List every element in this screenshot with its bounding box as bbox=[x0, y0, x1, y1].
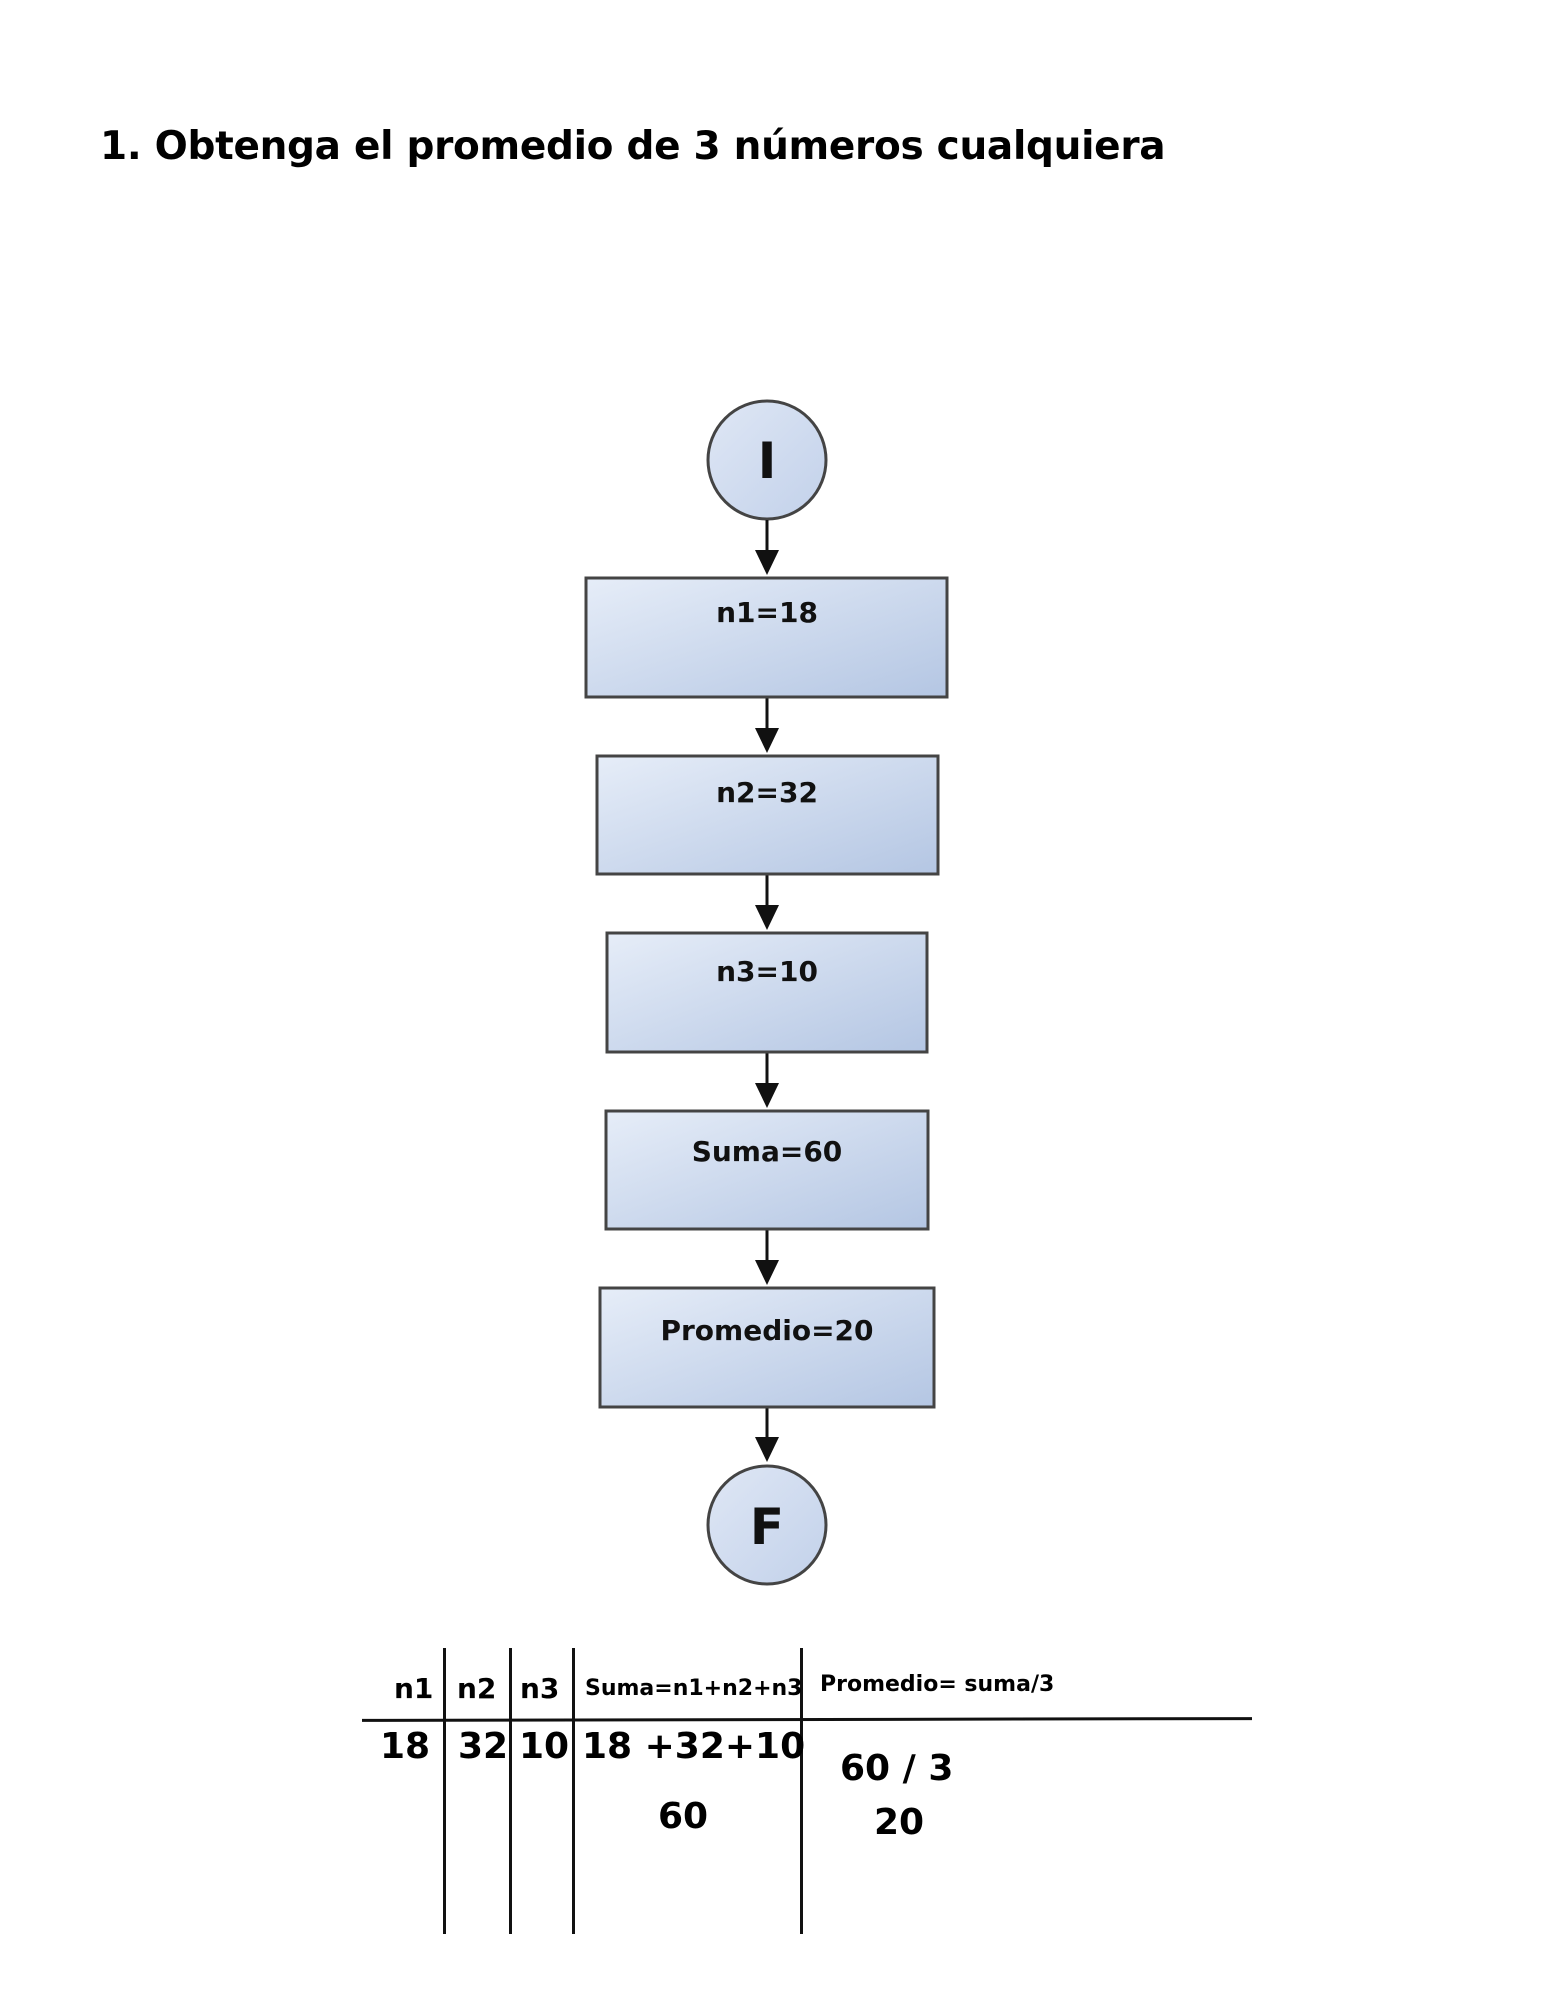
header-suma: Suma=n1+n2+n3 bbox=[585, 1676, 803, 1701]
arrow-6 bbox=[755, 1408, 779, 1462]
process-box-5: Promedio=20 bbox=[598, 1286, 936, 1409]
step-label: Suma=60 bbox=[692, 1135, 843, 1168]
column-divider bbox=[572, 1648, 575, 1934]
end-terminal: F bbox=[706, 1464, 828, 1586]
step-label: n2=32 bbox=[716, 776, 818, 809]
header-promedio: Promedio= suma/3 bbox=[820, 1672, 1055, 1697]
header-n1: n1 bbox=[394, 1672, 434, 1705]
value-suma-result: 60 bbox=[658, 1796, 709, 1837]
arrow-1 bbox=[755, 520, 779, 575]
header-n2: n2 bbox=[457, 1672, 497, 1705]
process-box-4: Suma=60 bbox=[604, 1109, 930, 1231]
start-terminal: I bbox=[706, 399, 828, 521]
value-suma-expression: 18 +32+10 bbox=[582, 1726, 806, 1767]
end-label: F bbox=[750, 1498, 784, 1556]
value-n2: 32 bbox=[458, 1726, 509, 1767]
flowchart: I n1=18 n2=32 n3=10 Suma=60 Promedio=20 … bbox=[584, 399, 949, 1586]
process-box-3: n3=10 bbox=[605, 931, 929, 1054]
column-divider bbox=[800, 1648, 803, 1934]
process-box-1: n1=18 bbox=[584, 576, 949, 699]
column-divider bbox=[509, 1648, 512, 1934]
start-label: I bbox=[758, 432, 777, 490]
process-box-2: n2=32 bbox=[595, 754, 940, 876]
value-n1: 18 bbox=[380, 1726, 431, 1767]
column-divider bbox=[443, 1648, 446, 1934]
arrow-4 bbox=[755, 1053, 779, 1108]
arrow-3 bbox=[755, 875, 779, 930]
flow-arrows bbox=[755, 520, 779, 1462]
value-promedio-result: 20 bbox=[874, 1802, 925, 1843]
table-header-rule bbox=[361, 1717, 1253, 1722]
step-label: n3=10 bbox=[716, 955, 818, 988]
step-label: n1=18 bbox=[716, 596, 818, 629]
value-promedio-expression: 60 / 3 bbox=[840, 1748, 954, 1789]
header-n3: n3 bbox=[520, 1672, 560, 1705]
page-title: 1. Obtenga el promedio de 3 números cual… bbox=[100, 124, 1166, 169]
step-label: Promedio=20 bbox=[660, 1314, 873, 1347]
arrow-5 bbox=[755, 1230, 779, 1285]
arrow-2 bbox=[755, 698, 779, 753]
value-n3: 10 bbox=[519, 1726, 570, 1767]
